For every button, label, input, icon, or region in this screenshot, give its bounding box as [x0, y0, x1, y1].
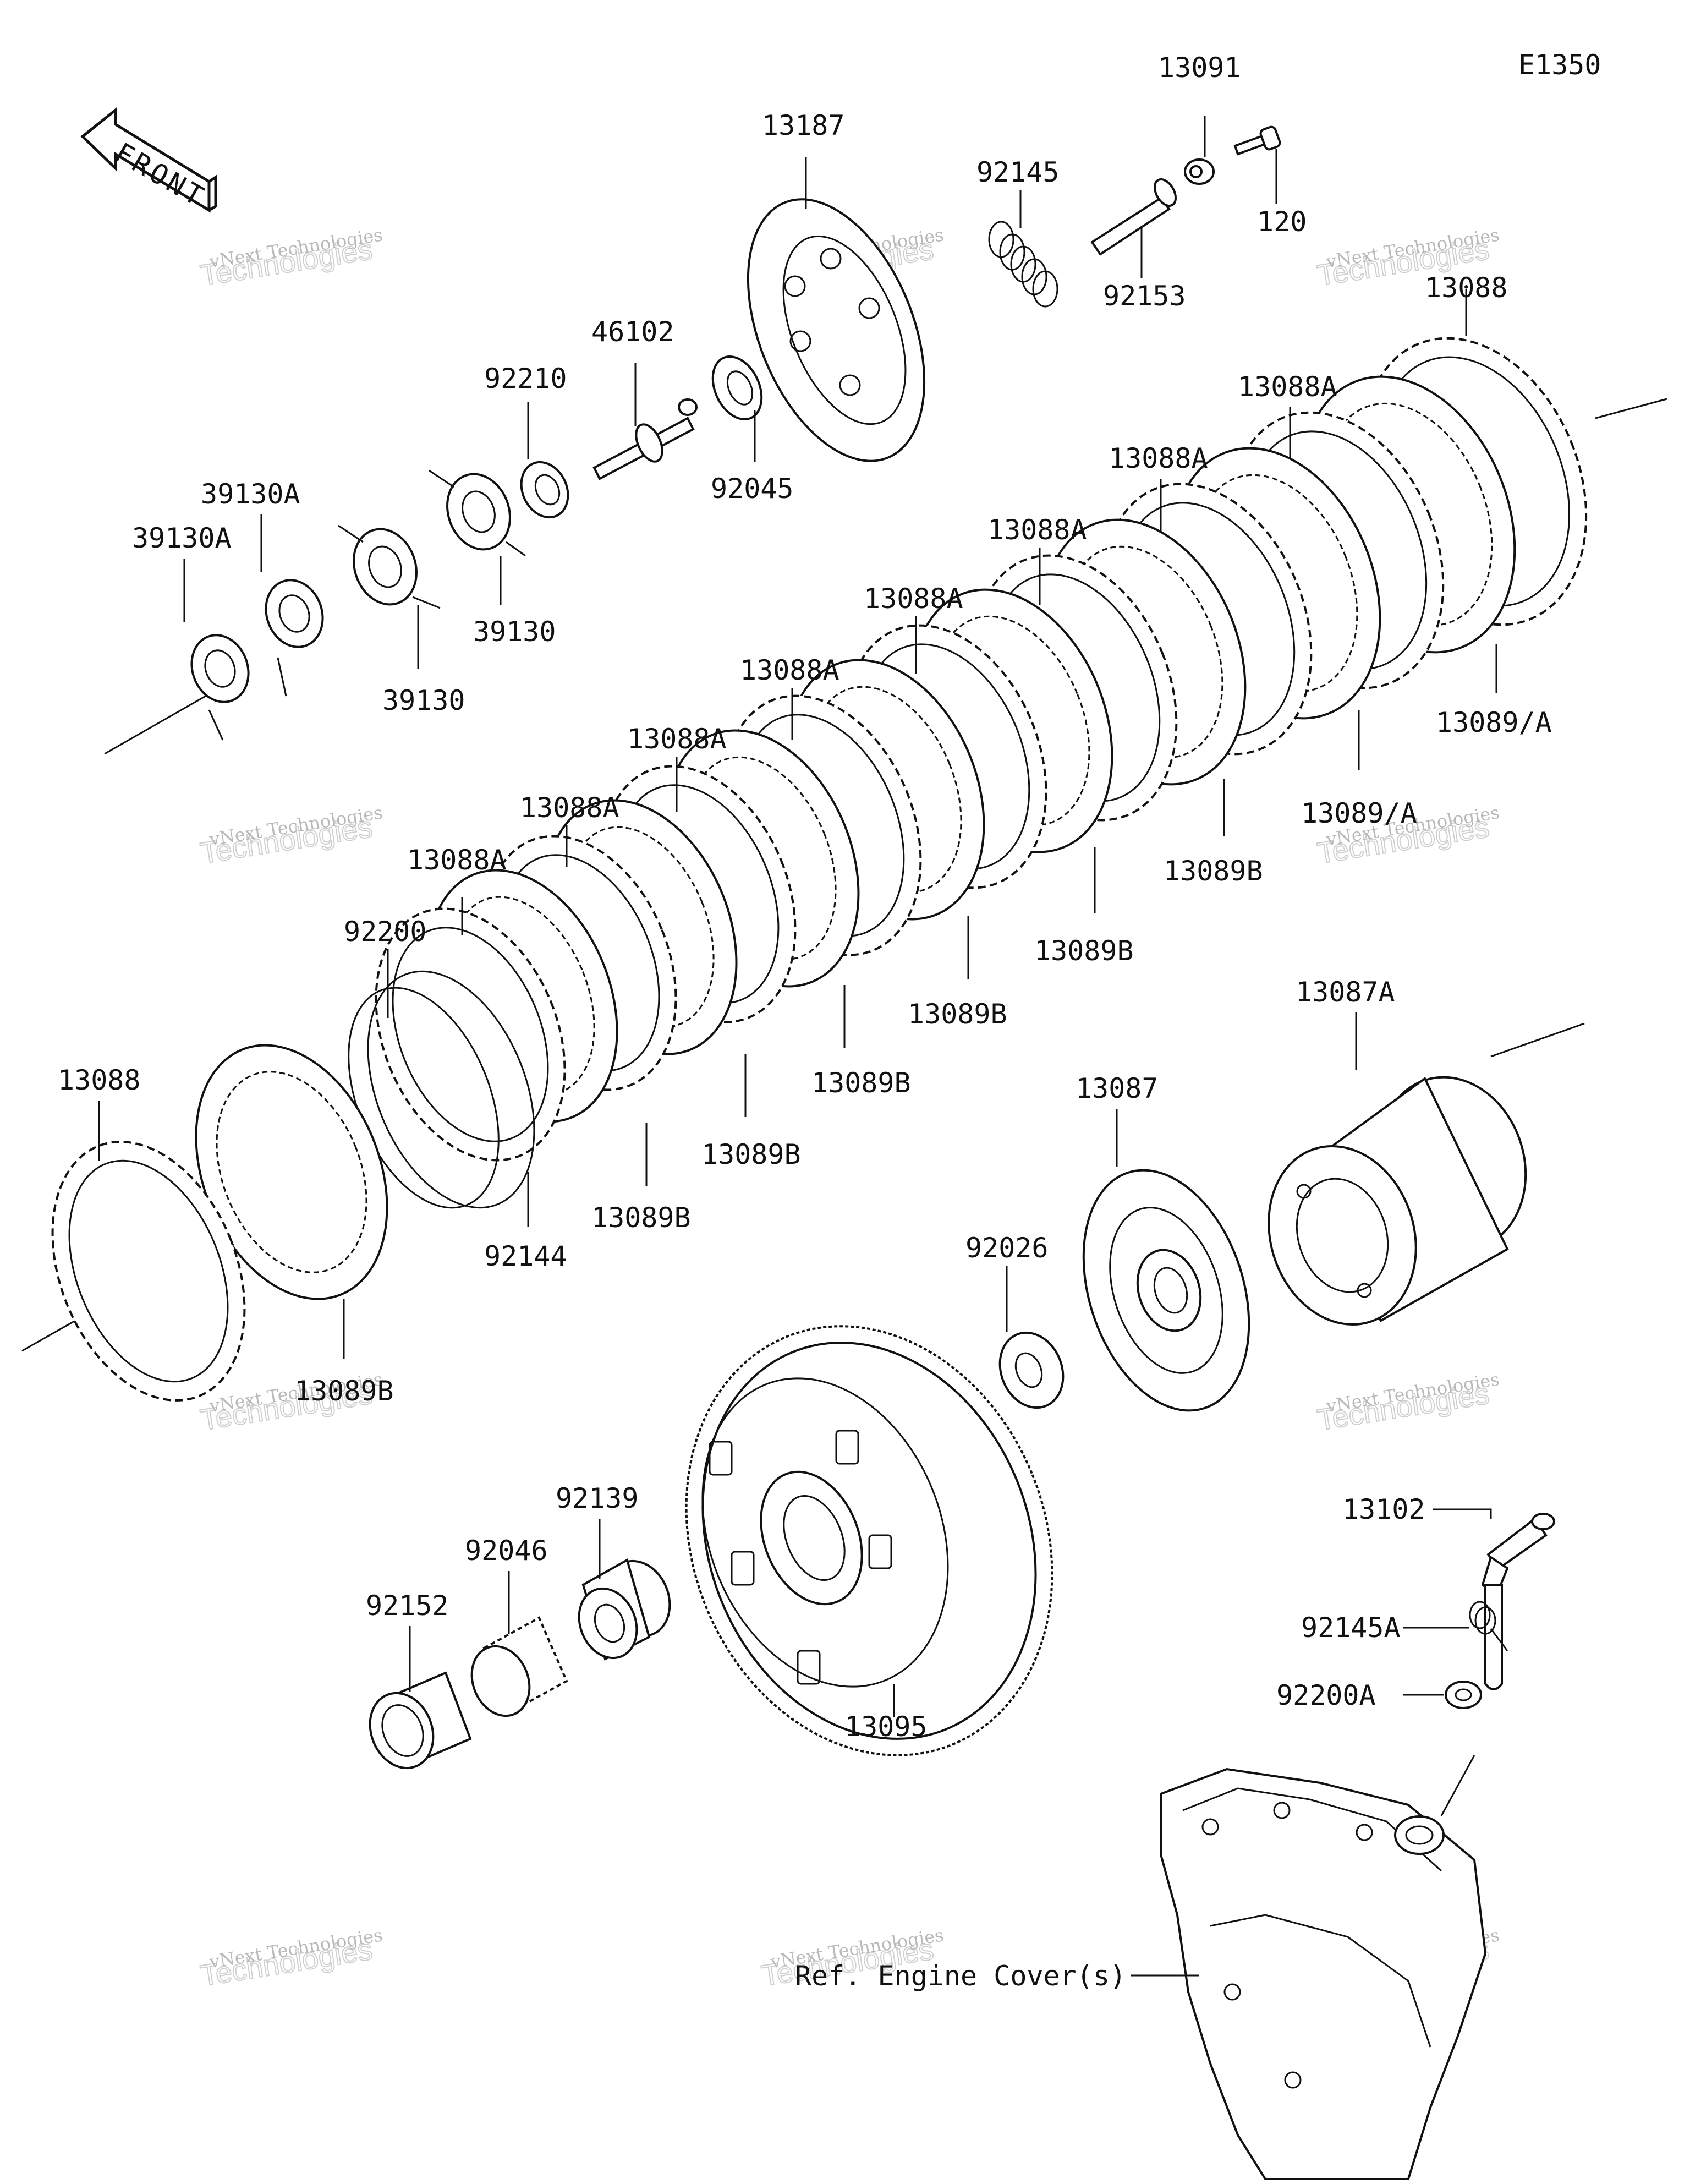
- part-13087A-clutch-hub: 13087A: [1268, 976, 1527, 1326]
- callout-120: 120: [1257, 206, 1307, 238]
- callout-13095: 13095: [844, 1711, 928, 1743]
- watermark: Technologies vNext Technologies: [197, 224, 384, 293]
- callout-13088A: 13088A: [627, 723, 727, 755]
- callout-13088A: 13088A: [520, 792, 619, 824]
- part-13091-nut: 13091: [1158, 52, 1241, 185]
- callout-13089-A: 13089/A: [1301, 797, 1417, 829]
- callout-13089-A: 13089/A: [1436, 707, 1552, 738]
- part-39130A-lock-plate-2: 39130A: [132, 522, 250, 741]
- front-arrow-icon: FRONT: [80, 107, 217, 214]
- part-13187-pressure-plate: 13187: [747, 110, 926, 462]
- callout-92139: 92139: [556, 1482, 639, 1514]
- callout-92145A: 92145A: [1301, 1612, 1401, 1644]
- callout-92152: 92152: [366, 1590, 449, 1622]
- callout-92153: 92153: [1103, 280, 1186, 312]
- callout-13088: 13088: [1425, 272, 1508, 304]
- callout-13089B: 13089B: [294, 1375, 394, 1407]
- callout-92144: 92144: [484, 1240, 567, 1272]
- clutch-plate-stack: 13088 13089/A 13088A 13089/A 13088A: [51, 272, 1588, 1407]
- part-39130A-lock-plate-1: 39130A: [201, 478, 324, 697]
- callout-13088A: 13088A: [1238, 371, 1337, 403]
- callout-13187: 13187: [762, 110, 845, 141]
- engine-cover-ref: Ref. Engine Cover(s): [795, 1755, 1487, 2180]
- callout-13089B: 13089B: [591, 1202, 691, 1234]
- part-92145-spring: 92145: [976, 156, 1060, 308]
- part-13095-clutch-housing: 13095: [685, 1325, 1053, 1756]
- part-92144-ring: 92144: [367, 970, 567, 1272]
- callout-92210: 92210: [484, 363, 567, 395]
- callout-engine-cover-ref: Ref. Engine Cover(s): [795, 1960, 1126, 1992]
- callout-13089B: 13089B: [1034, 935, 1134, 967]
- callout-13091: 13091: [1158, 52, 1241, 84]
- part-13087-clutch-boss: 13087: [1076, 1072, 1250, 1412]
- callout-92026: 92026: [965, 1232, 1049, 1264]
- callout-92145: 92145: [976, 156, 1060, 188]
- callout-13089B: 13089B: [701, 1138, 801, 1170]
- callout-92200: 92200: [344, 916, 427, 948]
- part-92153-pin: 92153: [1090, 178, 1186, 312]
- callout-39130: 39130: [473, 616, 556, 648]
- callout-13088A: 13088A: [987, 514, 1087, 546]
- part-39130-lock-plate-1: 39130: [429, 469, 556, 648]
- callout-13088A: 13088A: [407, 844, 507, 876]
- callout-92045: 92045: [711, 473, 794, 505]
- callout-13089B: 13089B: [811, 1067, 911, 1099]
- part-92139-collar: 92139: [556, 1482, 671, 1661]
- part-92045-bearing: 92045: [711, 355, 794, 505]
- callout-39130: 39130: [382, 685, 465, 716]
- part-92200A-washer: 92200A: [1276, 1679, 1482, 1711]
- callout-13088A: 13088A: [1109, 442, 1208, 474]
- callout-92200A: 92200A: [1276, 1679, 1376, 1711]
- callout-92046: 92046: [465, 1535, 548, 1567]
- callout-39130A: 39130A: [201, 478, 300, 510]
- callout-13088A: 13088A: [740, 654, 839, 686]
- watermark: Technologies vNext Technologies: [197, 802, 384, 871]
- callout-13089B: 13089B: [1164, 855, 1263, 887]
- part-92152-sleeve: 92152: [366, 1590, 472, 1770]
- callout-13088: 13088: [58, 1064, 141, 1096]
- part-13088-friction-plate-bottom: 13088: [51, 1064, 246, 1402]
- diagram-code: E1350: [1518, 49, 1601, 81]
- part-92145A-spring: 92145A: [1301, 1601, 1508, 1651]
- part-13102-release-lever: 13102: [1342, 1493, 1555, 1690]
- part-39130-lock-plate-2: 39130: [338, 524, 465, 716]
- callout-39130A: 39130A: [132, 522, 232, 554]
- callout-13089B: 13089B: [908, 998, 1007, 1030]
- callout-13087A: 13087A: [1296, 976, 1395, 1008]
- part-92046-needle-bearing: 92046: [465, 1535, 568, 1717]
- part-92026-washer: 92026: [965, 1232, 1065, 1409]
- callout-46102: 46102: [591, 316, 674, 348]
- callout-13088A: 13088A: [864, 583, 963, 615]
- watermark: Technologies vNext Technologies: [1314, 1369, 1501, 1437]
- watermark: Technologies vNext Technologies: [197, 1924, 384, 1993]
- part-92210-seal: 92210: [484, 363, 569, 519]
- part-46102-pushrod: 46102: [591, 316, 698, 480]
- callout-13102: 13102: [1342, 1493, 1425, 1525]
- part-120-bolt: 120: [1233, 125, 1307, 238]
- callout-13087: 13087: [1076, 1072, 1159, 1104]
